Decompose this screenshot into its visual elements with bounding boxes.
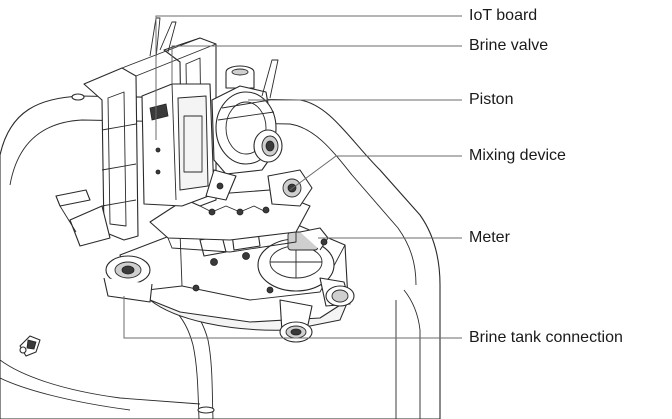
- label-mixing-device: Mixing device: [469, 147, 566, 164]
- label-meter: Meter: [469, 229, 510, 246]
- brine-valve-piston: [205, 59, 283, 201]
- meter-housing: [257, 227, 335, 292]
- iot-board: [141, 83, 215, 207]
- leader-mixing-device: [289, 155, 462, 191]
- left-elbow: [103, 255, 153, 303]
- tank-clip: [19, 335, 41, 357]
- label-piston: Piston: [469, 91, 514, 108]
- leader-brine-tank-connection: [123, 296, 462, 339]
- leader-brine-valve: [171, 45, 462, 84]
- outlet-pipe: [279, 299, 313, 343]
- label-iot-board: IoT board: [469, 7, 538, 24]
- label-brine-tank-connection: Brine tank connection: [469, 329, 623, 346]
- valve-body: [103, 225, 355, 343]
- leader-lines: [123, 15, 462, 339]
- label-brine-valve: Brine valve: [469, 37, 549, 54]
- leader-iot-board: [155, 15, 462, 140]
- bypass-pipe: [319, 277, 355, 307]
